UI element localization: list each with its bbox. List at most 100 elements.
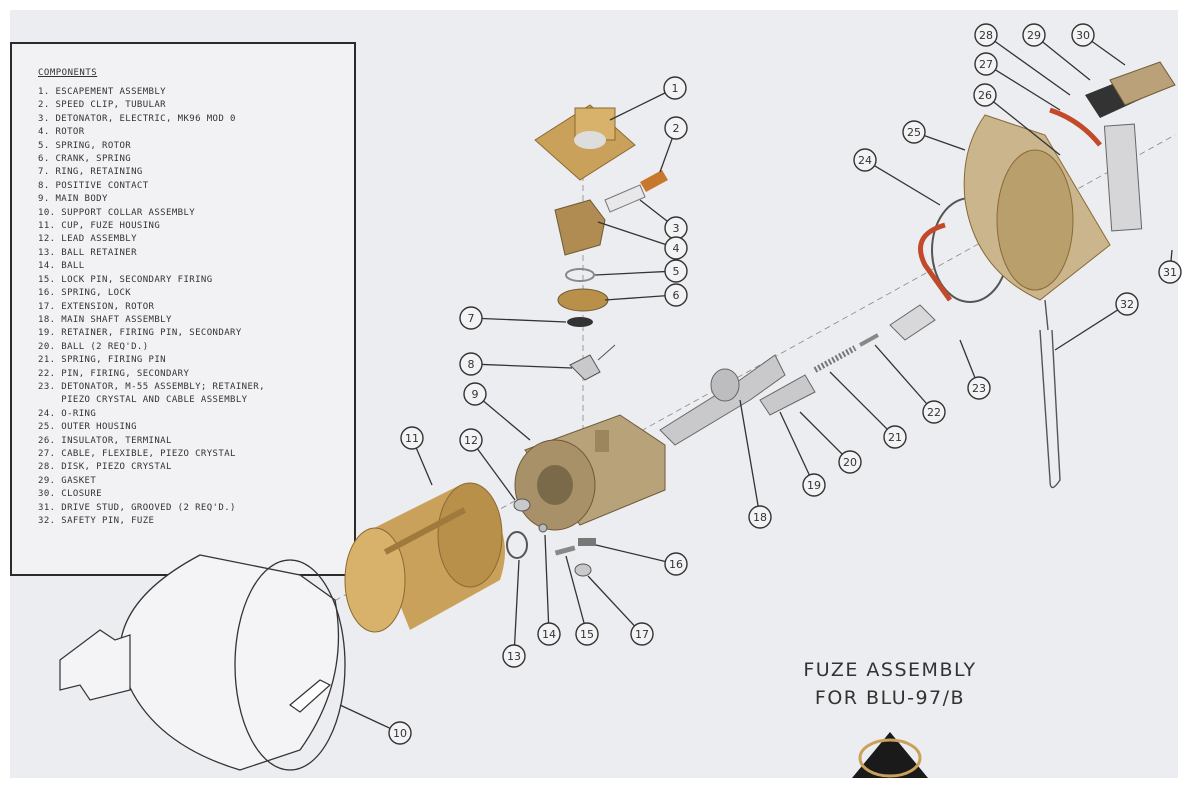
firing-pin-spring [813, 345, 857, 373]
callout-leader [594, 270, 666, 276]
legend-item: 4. ROTOR [38, 127, 85, 138]
positive-contact [569, 344, 616, 381]
legend-item: 27. CABLE, FLEXIBLE, PIEZO CRYSTAL [38, 448, 236, 459]
callout-circle [902, 120, 926, 144]
callout-leader [739, 399, 759, 507]
callout-number: 19 [807, 479, 821, 492]
legend-item: 10. SUPPORT COLLAR ASSEMBLY [38, 207, 196, 218]
callout-leader [415, 447, 433, 486]
legend-item: 15. LOCK PIN, SECONDARY FIRING [38, 274, 213, 285]
callout-4: 4 [597, 221, 688, 260]
callout-number: 25 [907, 126, 921, 139]
callout-circle [1158, 260, 1182, 284]
callout-circle [663, 76, 687, 100]
legend-item: 12. LEAD ASSEMBLY [38, 234, 137, 245]
callout-leader [993, 101, 1061, 156]
callout-leader [481, 363, 573, 369]
callout-25: 25 [902, 120, 966, 151]
callout-number: 21 [888, 431, 902, 444]
callout-circle [463, 382, 487, 406]
callout-leader [481, 317, 567, 323]
callout-circle [664, 283, 688, 307]
legend-item: 9. MAIN BODY [38, 194, 108, 205]
callout-leader [959, 339, 976, 379]
legend-item: 23. DETONATOR, M-55 ASSEMBLY; RETAINER, [38, 381, 265, 392]
safety-pin [1039, 299, 1061, 489]
callout-number: 17 [635, 628, 649, 641]
detonator-mk96 [604, 184, 646, 213]
callout-28: 28 [974, 23, 1071, 96]
callout-circle [459, 428, 483, 452]
legend-item: 6. CRANK, SPRING [38, 154, 132, 165]
callout-circle [459, 306, 483, 330]
legend-item: 5. SPRING, ROTOR [38, 140, 132, 151]
callout-circle [502, 644, 526, 668]
callout-7: 7 [459, 306, 567, 330]
speed-clip [640, 170, 668, 192]
main-shaft-assembly [659, 354, 786, 446]
callout-circle [1071, 23, 1095, 47]
callout-number: 7 [468, 312, 475, 325]
callout-26: 26 [973, 83, 1061, 156]
legend-item: 26. INSULATOR, TERMINAL [38, 435, 172, 446]
callout-8: 8 [459, 352, 573, 376]
rotor-spring [565, 268, 595, 282]
callout-leader [829, 371, 888, 430]
callout-number: 22 [927, 406, 941, 419]
callout-leader [609, 92, 666, 121]
callout-number: 20 [843, 456, 857, 469]
legend-item: 25. OUTER HOUSING [38, 422, 137, 433]
legend-item: 2. SPEED CLIP, TUBULAR [38, 100, 167, 111]
callout-5: 5 [594, 259, 688, 283]
callout-number: 6 [673, 289, 680, 302]
callout-circle [973, 83, 997, 107]
legend-item: 13. BALL RETAINER [38, 247, 137, 258]
legend-item: PIEZO CRYSTAL AND CABLE ASSEMBLY [38, 395, 248, 406]
legend-item: 24. O-RING [38, 408, 97, 419]
callout-23: 23 [959, 339, 991, 400]
callout-number: 13 [507, 650, 521, 663]
fuze-housing-cup [344, 482, 505, 633]
callout-16: 16 [595, 544, 688, 576]
legend-item: 17. EXTENSION, ROTOR [38, 301, 155, 312]
callout-17: 17 [587, 575, 654, 646]
callout-24: 24 [853, 148, 941, 206]
legend-item: 31. DRIVE STUD, GROOVED (2 REQ'D.) [38, 502, 236, 513]
callout-1: 1 [609, 76, 687, 121]
callout-15: 15 [565, 555, 599, 646]
callout-leader [597, 221, 666, 246]
callout-leader [639, 199, 668, 222]
callout-circle [1115, 292, 1139, 316]
ball-retainer [506, 531, 528, 559]
callout-leader [994, 40, 1071, 96]
callout-22: 22 [874, 344, 946, 424]
callout-circle [974, 23, 998, 47]
legend-item: 14. BALL [38, 261, 85, 272]
title-line-2: FOR BLU-97/B [814, 687, 966, 709]
callout-leader [924, 135, 966, 151]
callout-number: 1 [672, 82, 679, 95]
legend-item: 18. MAIN SHAFT ASSEMBLY [38, 314, 172, 325]
callout-circle [630, 622, 654, 646]
callout-leader [587, 575, 635, 627]
callout-leader [483, 400, 531, 441]
red-seal [918, 222, 953, 302]
callout-12: 12 [459, 428, 516, 501]
callout-number: 31 [1163, 266, 1177, 279]
callout-number: 23 [972, 382, 986, 395]
callout-number: 11 [405, 432, 419, 445]
callout-number: 3 [673, 222, 680, 235]
legend-item: 19. RETAINER, FIRING PIN, SECONDARY [38, 328, 242, 339]
legend-item: 3. DETONATOR, ELECTRIC, MK96 MOD 0 [38, 113, 236, 124]
escapement-assembly [534, 104, 636, 181]
callout-number: 9 [472, 388, 479, 401]
callout-number: 18 [753, 511, 767, 524]
firing-pin-retainer [759, 374, 816, 416]
callout-circle [664, 259, 688, 283]
callout-10: 10 [339, 704, 412, 745]
callout-circle [664, 116, 688, 140]
callout-14: 14 [537, 534, 561, 646]
lead-assembly [513, 498, 531, 512]
